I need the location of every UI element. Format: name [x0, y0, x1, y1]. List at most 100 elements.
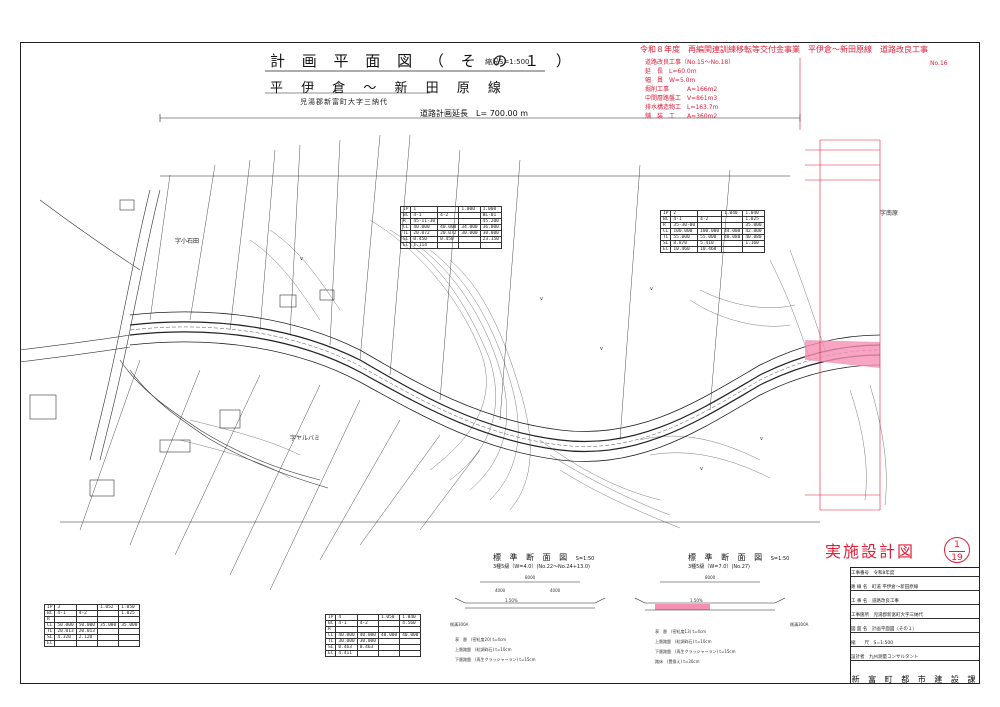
curve-table-cell: [399, 650, 422, 657]
curve-table-cell: EC: [324, 650, 337, 657]
pavement-left: 表 層 (密粒度20) t=4cm 上層路盤 (粒調砕石) t=10cm 下層路…: [455, 635, 536, 665]
pavement-layer: 下層路盤 (再生クラッシャーラン) t=15cm: [655, 649, 736, 654]
curve-table-cell: [356, 650, 379, 657]
slope-left: 1.50%: [505, 598, 518, 603]
curve-table-cell: 34.000: [458, 224, 481, 231]
summary-item: 舗 装 工 A=360m2: [645, 113, 718, 120]
pavement-layer: 下層路盤 (再生クラッシャーラン) t=15cm: [455, 657, 536, 662]
pavement-layer: 表 層 (密粒度20) t=4cm: [455, 637, 507, 642]
place-south: 字ヤルバミ: [290, 435, 321, 442]
svg-text:v: v: [300, 256, 303, 262]
curve-table-cell: 100.000: [697, 228, 723, 235]
section-label: 道路改良工事（No.15〜No.18）: [645, 59, 735, 66]
curve-table-cell: [118, 640, 141, 647]
curve-table-cell: [479, 242, 502, 249]
title-row: 工 事 名 道路改良工事: [851, 598, 979, 605]
pavement-layer: 表 層 (密粒度13) t=4cm: [655, 629, 707, 634]
svg-text:v: v: [600, 346, 603, 352]
title-row: 図 面 名 計画平面図（その１）: [851, 626, 979, 633]
curve-table-cell: 50.000: [75, 622, 98, 629]
dim-left-a: 4000: [495, 588, 506, 593]
office-name: 新 富 町 都 市 建 設 課: [851, 675, 979, 684]
project-title: 令和８年度 再編関連訓練移転等交付金事業 平伊倉〜新田原線 道路改良工事: [640, 45, 928, 54]
curve-table-cell: 23.150: [479, 236, 502, 243]
section-title-right: 標 準 断 面 図 S=1:50: [688, 552, 789, 563]
curve-table-cell: 10.460: [697, 246, 723, 253]
svg-text:v: v: [760, 436, 763, 442]
curve-table-cell: [377, 650, 401, 657]
project-summary: 道路改良工事（No.15〜No.18） 延 長 L=60.0m 幅 員 W=5.…: [645, 58, 734, 121]
curve-table-cell: EC: [659, 246, 672, 253]
drawing-frame: [20, 42, 980, 684]
curve-table-row: EC: [43, 640, 141, 647]
ditch-right: 側溝300A: [790, 622, 809, 627]
curve-table-cell: 35.000: [118, 622, 141, 629]
title-block: 工事番号 令和8年度 路 線 名 町道 平伊倉〜新田原線 工 事 名 道路改良工…: [850, 567, 980, 684]
dim-left-b: 4000: [550, 588, 561, 593]
curve-table-cell: 40.000: [356, 632, 379, 639]
title-row: 工事箇所 児湯郡新富町大字三納代: [851, 612, 979, 619]
route-name: 平 伊 倉 〜 新 田 原 線: [270, 81, 508, 96]
section-scale: S=1:50: [770, 556, 790, 562]
title-row: 工事番号 令和8年度: [851, 570, 979, 577]
curve-table-cell: 30.000: [458, 230, 481, 237]
section-title-text: 標 準 断 面 図: [688, 553, 766, 562]
place-east: 字南原: [880, 210, 899, 217]
curve-table-cell: [742, 246, 765, 253]
summary-item: 幅 員 W=5.0m: [645, 77, 696, 84]
curve-table-cell: [75, 640, 98, 647]
curve-table-cell: [458, 242, 481, 249]
slope-right: 1.50%: [690, 598, 703, 603]
summary-item: 延 長 L=60.0m: [645, 68, 697, 75]
place-west: 字小石田: [175, 238, 200, 245]
curve-table-cell: 20.013: [75, 628, 98, 635]
stamp-label: 実施設計図: [825, 542, 916, 561]
sheet-number-badge: 1 19: [944, 537, 970, 563]
curve-table-cell: 40.000: [399, 632, 422, 639]
summary-item: 掘削工事 A=166m2: [645, 86, 718, 93]
summary-item: 中間層路盤工 V=861m3: [645, 95, 718, 102]
curve-table-cell: 4.411: [335, 650, 358, 657]
pavement-layer: 上層路盤 (粒調砕石) t=10cm: [655, 639, 712, 644]
sheet-number: 1: [954, 540, 960, 550]
curve-table-cell: 50.000: [54, 622, 77, 629]
sheet-no-label: No.16: [930, 60, 948, 67]
location: 児湯郡新富町大字三納代: [300, 98, 388, 106]
curve-table-cell: 20.072: [437, 230, 460, 237]
curve-table-cell: 20.013: [54, 628, 77, 635]
curve-table-cell: 30.000: [335, 638, 358, 645]
curve-table-cell: 40.000: [437, 224, 460, 231]
title-row: 縮 尺 S=1:500: [851, 640, 979, 647]
curve-table-cell: 44.000: [721, 228, 744, 235]
section-title-text: 標 準 断 面 図: [493, 553, 571, 562]
curve-table-cell: 45-11-30: [410, 218, 439, 225]
curve-table-cell: EC: [399, 242, 412, 249]
curve-table-cell: [54, 640, 77, 647]
curve-table-cell: 35.000: [96, 622, 120, 629]
svg-text:v: v: [700, 466, 703, 472]
curve-table-cell: 40.000: [335, 632, 358, 639]
sheet-total: 19: [949, 551, 965, 564]
section-scale: S=1:50: [575, 556, 595, 562]
curve-table-cell: [437, 242, 460, 249]
road-length: 道路計画延長 L= 700.00 m: [420, 109, 529, 118]
ditch-left: 側溝300A: [450, 622, 469, 627]
section-note-right: 3種5級（W=7.0）(No.27): [688, 564, 751, 570]
section-title-left: 標 準 断 面 図 S=1:50: [493, 552, 594, 563]
curve-table-cell: [721, 246, 744, 253]
curve-table-cell: 40.000: [377, 632, 401, 639]
curve-table-cell: 30.000: [356, 638, 379, 645]
curve-table-cell: 36.000: [479, 224, 502, 231]
